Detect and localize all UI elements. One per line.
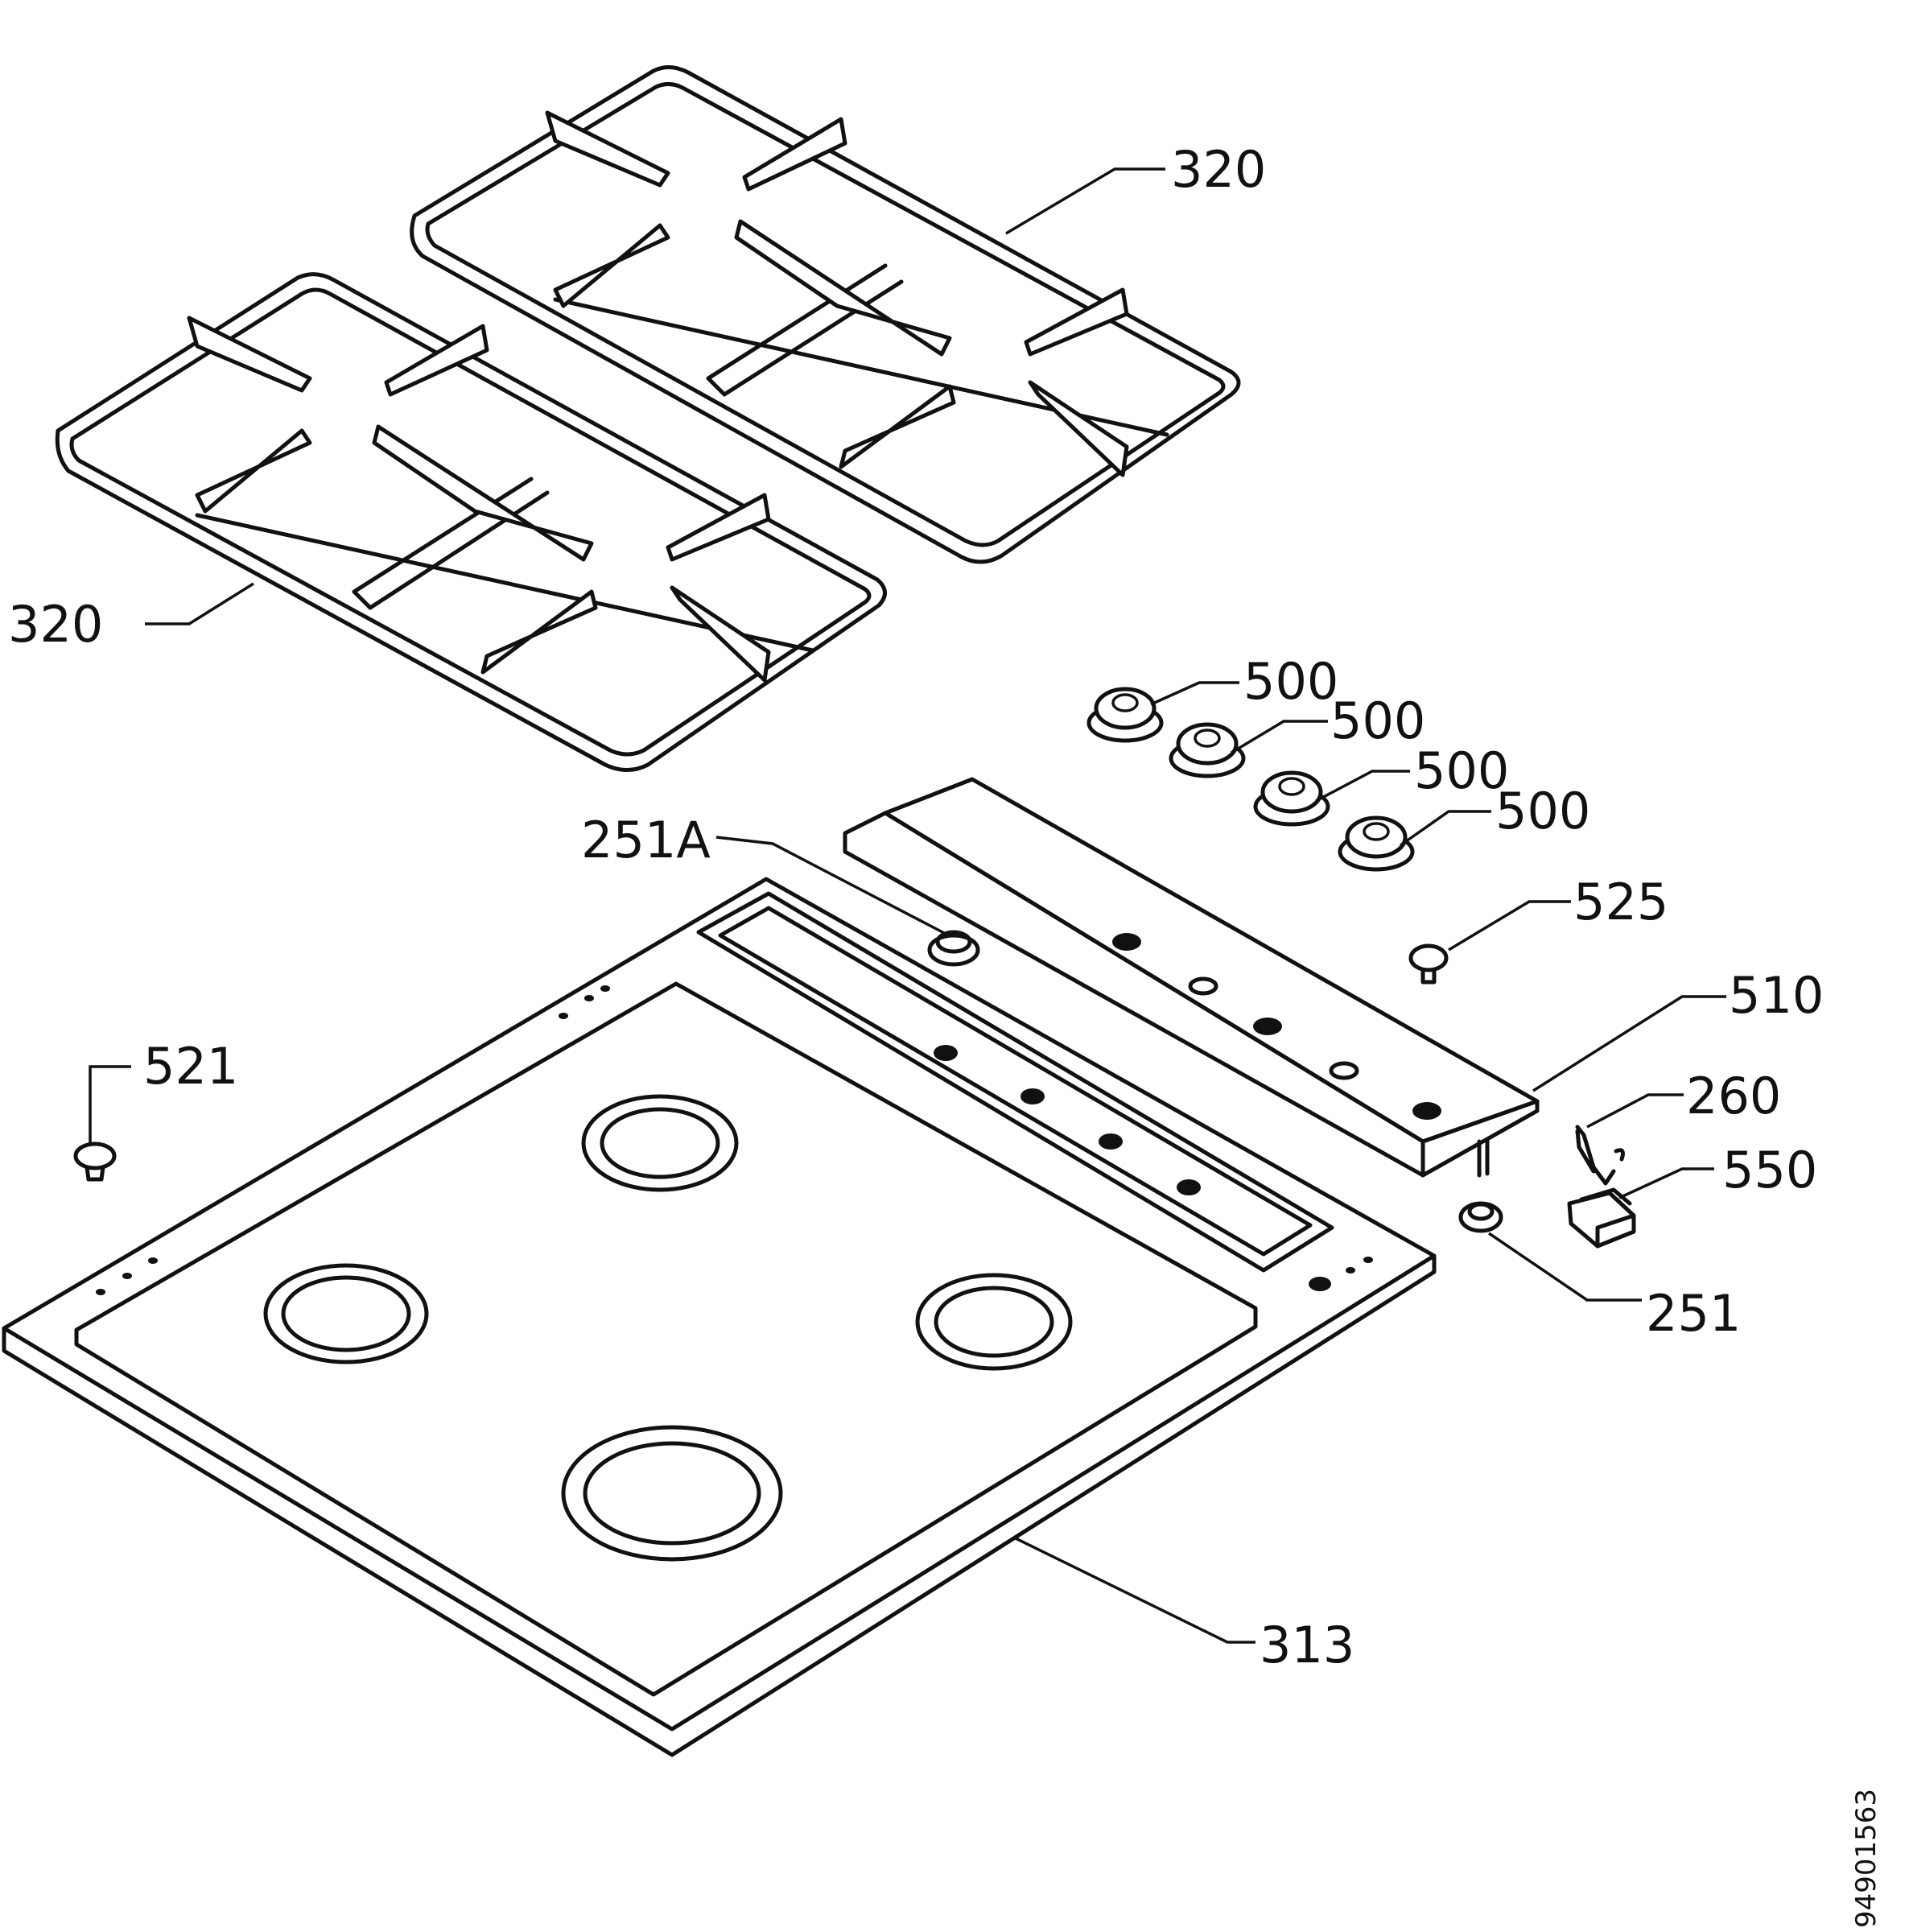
- label-knob-3: 500: [1414, 741, 1509, 800]
- label-foot: 521: [143, 1037, 238, 1096]
- pan-support-grid-right: [410, 65, 1241, 564]
- pan-support-grid-left: [55, 272, 887, 772]
- foot: [73, 1141, 117, 1182]
- switch: [1567, 1187, 1636, 1249]
- knob-4: [1338, 815, 1415, 872]
- leader-lines: [89, 167, 1726, 1644]
- label-small-cap: 251: [1646, 1284, 1741, 1343]
- label-hob-top: 313: [1260, 1616, 1354, 1674]
- clip: [1575, 1125, 1625, 1186]
- drawing-code: 94901563: [1850, 1789, 1882, 1928]
- small-cap: [1458, 1201, 1503, 1233]
- label-knob-1: 500: [1243, 652, 1338, 711]
- knob-2: [1169, 722, 1246, 778]
- label-cap-center: 251A: [581, 811, 711, 869]
- hob-top: [2, 877, 1437, 1757]
- label-button: 525: [1573, 873, 1668, 931]
- label-switch: 550: [1722, 1141, 1817, 1199]
- callout-labels: 320 320 500 500 500 500 251A 525 510 521…: [8, 140, 1882, 1928]
- label-knob-2: 500: [1330, 691, 1425, 750]
- push-button: [1408, 943, 1449, 985]
- label-clip: 260: [1686, 1067, 1781, 1125]
- control-panel: [843, 777, 1540, 1178]
- knob-3: [1253, 770, 1330, 827]
- label-panel: 510: [1729, 966, 1824, 1025]
- label-grid-left: 320: [8, 595, 103, 654]
- label-knob-4: 500: [1495, 782, 1590, 840]
- knob-1: [1086, 687, 1164, 743]
- label-grid-right: 320: [1171, 140, 1266, 199]
